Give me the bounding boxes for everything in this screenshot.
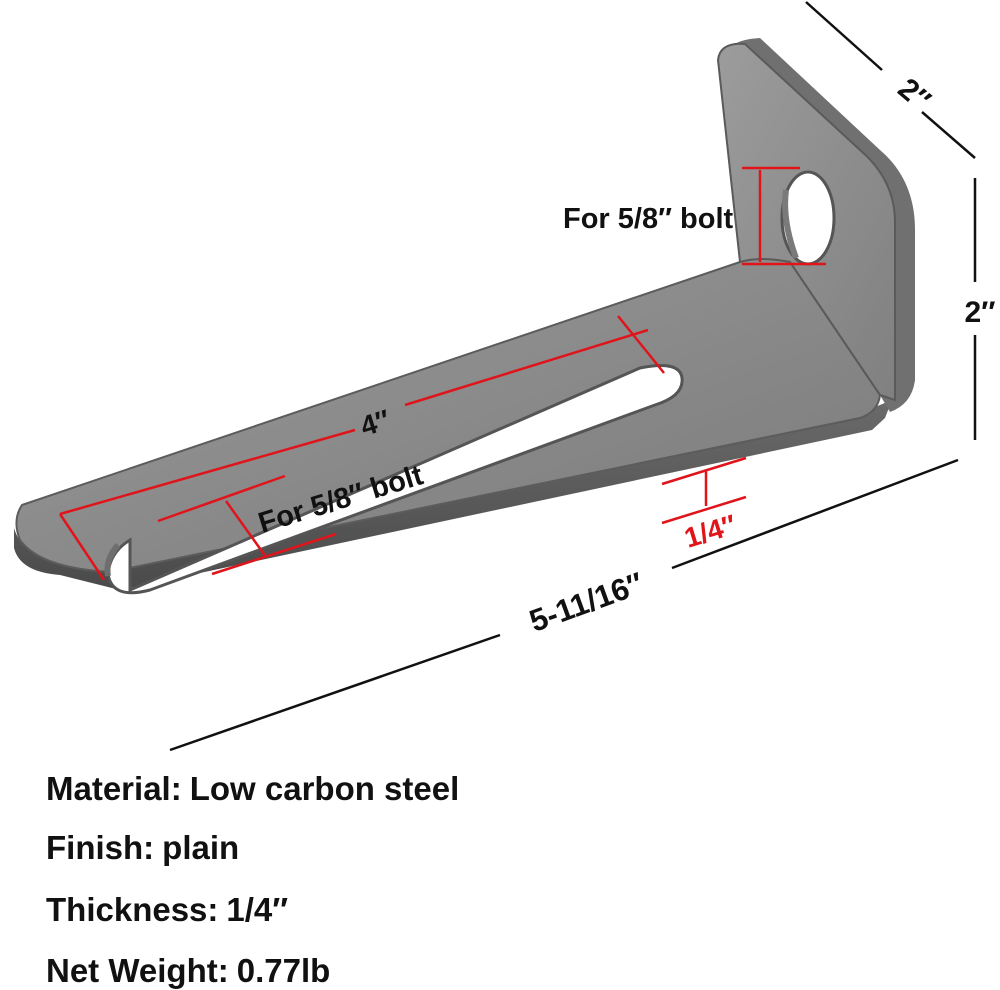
dim-line-overall-length — [671, 458, 959, 570]
spec-material: Material:Low carbon steel — [46, 770, 459, 808]
spec-net-weight-value: 0.77lb — [236, 952, 331, 989]
spec-thickness-label: Thickness: — [46, 891, 219, 928]
base-plate — [15, 258, 882, 574]
dim-line-slot-length — [59, 428, 356, 516]
spec-net-weight-label: Net Weight: — [46, 952, 229, 989]
bolt-hole — [780, 170, 836, 266]
spec-finish-value: plain — [162, 829, 240, 866]
label-upright-height: 2″ — [964, 296, 995, 329]
spec-finish: Finish:plain — [46, 829, 239, 867]
bracket — [14, 38, 915, 595]
dimension-lines — [169, 1, 977, 752]
label-hole: For 5/8″ bolt — [563, 203, 734, 235]
dim-line-upright-width — [805, 1, 883, 71]
label-upright-width: 2″ — [892, 72, 937, 117]
highlight-lines — [58, 166, 826, 581]
label-overall-length: 5-11/16″ — [525, 565, 648, 638]
spec-net-weight: Net Weight:0.77lb — [46, 952, 330, 990]
spec-thickness-value: 1/4″ — [226, 891, 289, 928]
spec-finish-label: Finish: — [46, 829, 155, 866]
spec-thickness: Thickness:1/4″ — [46, 891, 288, 929]
spec-material-label: Material: — [46, 770, 182, 807]
spec-material-value: Low carbon steel — [189, 770, 460, 807]
